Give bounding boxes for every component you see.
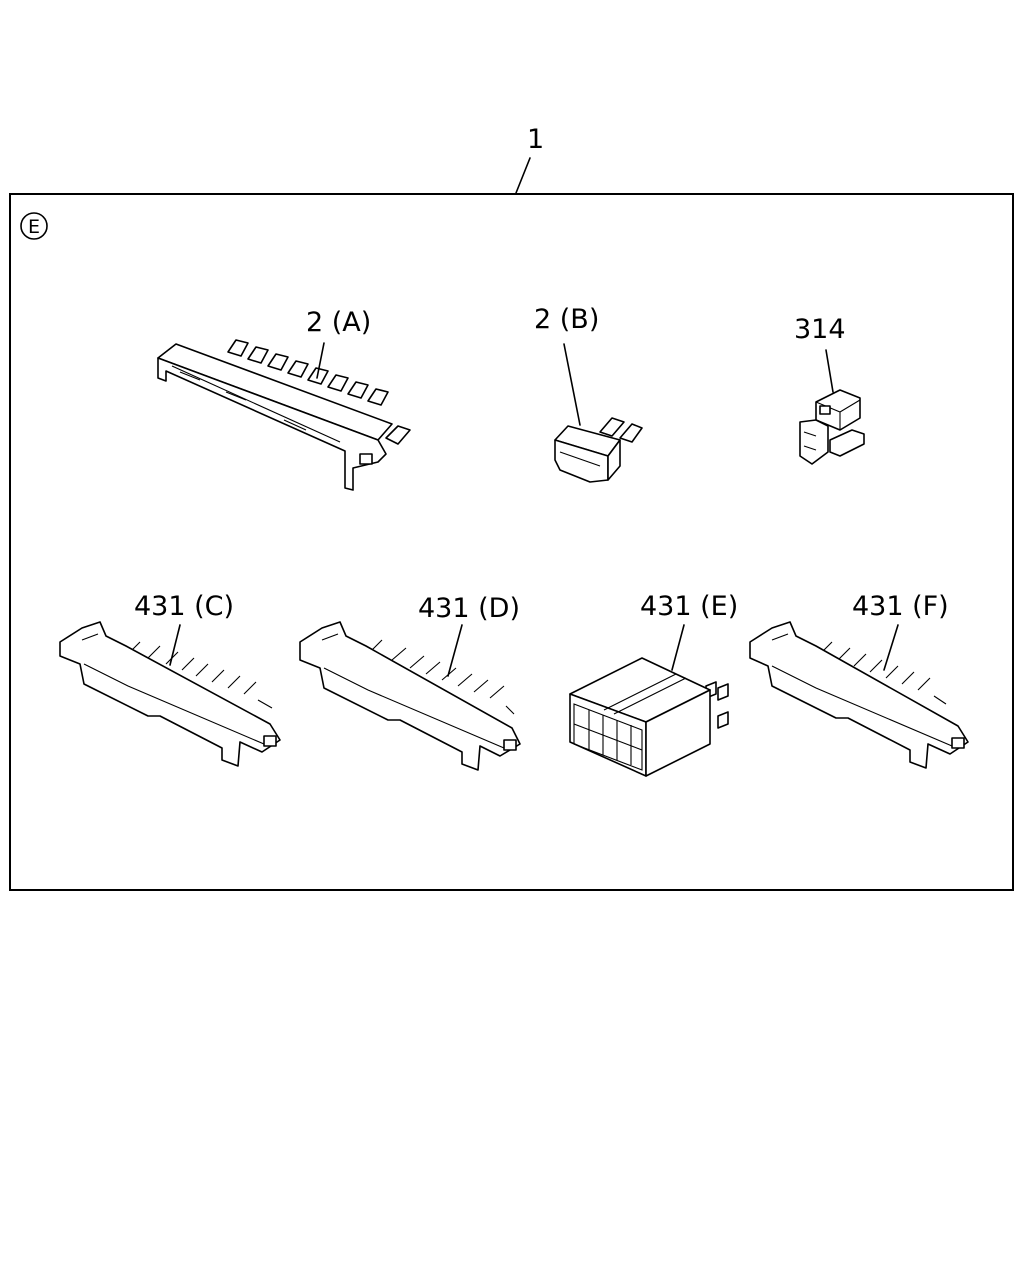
callout-2a: 2 (A) bbox=[306, 307, 371, 338]
connector-2a-pins bbox=[227, 339, 411, 445]
leader-2a bbox=[316, 342, 325, 379]
section-marker-letter: E bbox=[28, 216, 40, 238]
connector-431d bbox=[299, 621, 521, 771]
leader-431f bbox=[883, 624, 899, 671]
callout-431f: 431 (F) bbox=[852, 591, 949, 622]
callout-314: 314 bbox=[794, 314, 846, 345]
leader-431e bbox=[671, 624, 685, 671]
connector-2a bbox=[157, 339, 411, 491]
callout-431c: 431 (C) bbox=[134, 591, 234, 622]
connector-431f bbox=[749, 621, 969, 769]
leader-431d bbox=[447, 624, 463, 677]
section-marker: E bbox=[20, 212, 48, 240]
leader-431c bbox=[169, 624, 181, 666]
callout-431d: 431 (D) bbox=[418, 593, 520, 624]
connector-431e bbox=[569, 657, 729, 777]
assembly-leader bbox=[515, 157, 531, 194]
assembly-frame bbox=[9, 193, 1014, 891]
connector-314 bbox=[799, 389, 865, 465]
callout-2b: 2 (B) bbox=[534, 304, 599, 335]
connector-431c bbox=[59, 621, 281, 767]
assembly-label: 1 bbox=[527, 124, 544, 155]
connector-2b bbox=[554, 417, 643, 483]
callout-431e: 431 (E) bbox=[640, 591, 738, 622]
leader-314 bbox=[825, 349, 834, 393]
connector-431e-cavities bbox=[573, 703, 643, 771]
leader-2b bbox=[563, 343, 581, 426]
